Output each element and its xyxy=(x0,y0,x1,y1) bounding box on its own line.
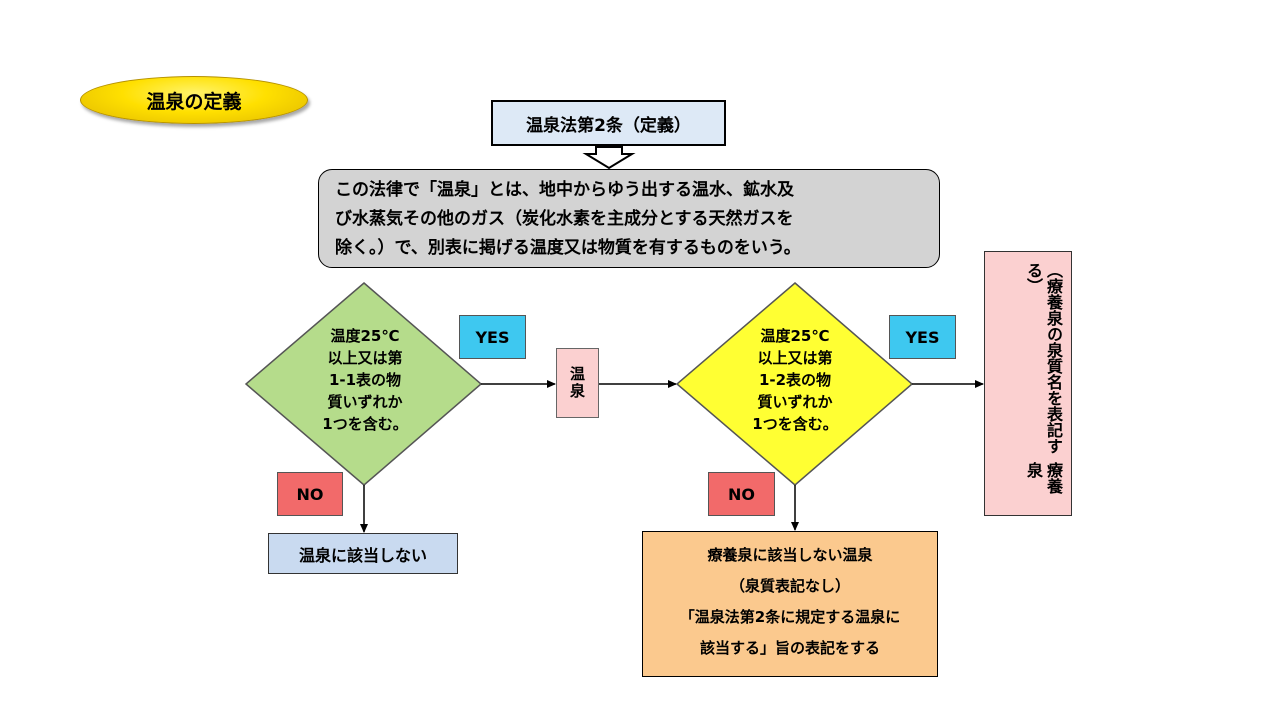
not-ryoyo-line: 「温泉法第2条に規定する温泉に xyxy=(679,608,901,626)
definition-box: この法律で「温泉」とは、地中からゆう出する温水、鉱水及 び水蒸気その他のガス（炭… xyxy=(318,169,940,268)
decision1-line: 以上又は第 xyxy=(327,349,403,367)
decision1-line: 温度25℃ xyxy=(330,327,400,345)
decision1-line: 1-1表の物 xyxy=(328,371,402,389)
title-badge: 温泉の定義 xyxy=(80,76,308,124)
yes-label-1: YES xyxy=(459,315,526,359)
not-ryoyo-box: 療養泉に該当しない温泉 （泉質表記なし） 「温泉法第2条に規定する温泉に 該当す… xyxy=(642,531,938,677)
ryoyo-title: 療養泉 xyxy=(1024,462,1063,495)
decision2-line: 以上又は第 xyxy=(757,349,833,367)
decision1-line: 質いずれか xyxy=(327,393,403,411)
no-label-1: NO xyxy=(277,472,343,516)
decision2-line: 1-2表の物 xyxy=(758,371,832,389)
ryoyo-box: 療養泉 （療養泉の泉質名を表記する） xyxy=(984,251,1072,516)
not-ryoyo-line: 該当する」旨の表記をする xyxy=(699,639,880,657)
decision1-text: 温度25℃ 以上又は第 1-1表の物 質いずれか 1つを含む。 xyxy=(300,325,430,435)
law-down-arrow xyxy=(582,146,636,170)
decision2-line: 1つを含む。 xyxy=(752,415,838,433)
definition-line: この法律で「温泉」とは、地中からゆう出する温水、鉱水及 xyxy=(335,180,794,200)
no-label-2: NO xyxy=(708,472,775,516)
not-ryoyo-line: （泉質表記なし） xyxy=(729,577,850,595)
ryoyo-note: （療養泉の泉質名を表記する） xyxy=(1024,262,1063,454)
decision2-line: 質いずれか xyxy=(757,393,833,411)
decision2-line: 温度25℃ xyxy=(760,327,830,345)
definition-line: 除く。）で、別表に掲げる温度又は物質を有するものをいう。 xyxy=(335,238,801,258)
law-title-box: 温泉法第2条（定義） xyxy=(491,100,726,146)
yes-label-2: YES xyxy=(889,315,956,359)
decision1-line: 1つを含む。 xyxy=(322,415,408,433)
definition-line: び水蒸気その他のガス（炭化水素を主成分とする天然ガスを xyxy=(335,209,794,229)
onsen-box: 温泉 xyxy=(556,348,599,418)
not-onsen-box: 温泉に該当しない xyxy=(268,533,458,574)
decision2-text: 温度25℃ 以上又は第 1-2表の物 質いずれか 1つを含む。 xyxy=(730,325,860,435)
not-ryoyo-line: 療養泉に該当しない温泉 xyxy=(707,546,873,564)
